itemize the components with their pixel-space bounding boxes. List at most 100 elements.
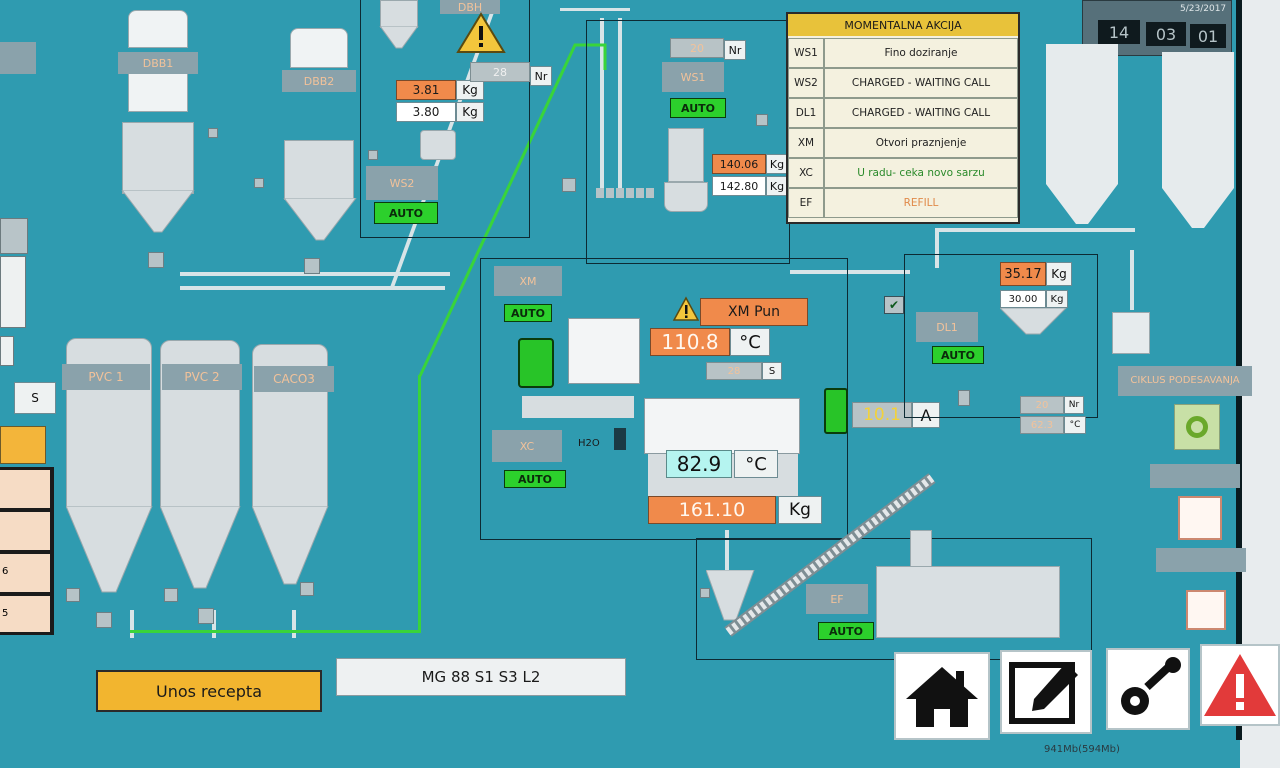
pipe	[1130, 250, 1134, 310]
h2o-valve-icon[interactable]	[614, 428, 626, 450]
valve-icon[interactable]	[164, 588, 178, 602]
valve-icon[interactable]	[304, 258, 320, 274]
valve-icon[interactable]	[368, 150, 378, 160]
valve-icon[interactable]	[756, 114, 768, 126]
chart-label	[1156, 548, 1246, 572]
silo-dbb1-top	[128, 10, 188, 48]
dl1-value-set[interactable]: 30.00	[1000, 290, 1046, 308]
memory-status: 941Mb(594Mb)	[1044, 744, 1120, 755]
action-row-code: XC	[788, 158, 824, 188]
valve-icon[interactable]	[562, 178, 576, 192]
settings-cycle-icon[interactable]	[1174, 404, 1220, 450]
recipe-button[interactable]: Unos recepta	[96, 670, 322, 712]
ws2-frame	[360, 0, 530, 238]
dl1-hopper	[1000, 308, 1067, 335]
silo-pvc1-label: PVC 1	[62, 364, 150, 390]
settings-icon	[1121, 657, 1181, 715]
silo-dbb1-label: DBB1	[118, 52, 198, 74]
action-row-status: CHARGED - WAITING CALL	[824, 68, 1018, 98]
clock-hours: 14	[1098, 20, 1140, 44]
left-edge-row	[0, 470, 50, 508]
xm-warning-icon[interactable]	[672, 296, 700, 322]
valve-icon[interactable]	[148, 252, 164, 268]
chart-icon[interactable]	[1186, 590, 1226, 630]
silo-dbb2-body	[284, 140, 354, 200]
dl1-nr-unit: Nr	[1064, 396, 1084, 414]
valve-icon[interactable]	[96, 612, 112, 628]
ws2-mode-button[interactable]: AUTO	[374, 202, 438, 224]
ws1-nr-value[interactable]: 20	[670, 38, 724, 58]
pipe	[935, 228, 939, 268]
xm-motor-icon[interactable]	[518, 338, 554, 388]
left-edge-value: S	[14, 382, 56, 414]
xm-time-value[interactable]: 28	[706, 362, 762, 380]
ef-mode-button[interactable]: AUTO	[818, 622, 874, 640]
action-row-code: XM	[788, 128, 824, 158]
pipe	[180, 272, 450, 276]
action-row-code: WS1	[788, 38, 824, 68]
ws1-mode-button[interactable]: AUTO	[670, 98, 726, 118]
left-edge-panel	[0, 256, 26, 328]
valve-icon[interactable]	[66, 588, 80, 602]
home-button[interactable]	[894, 652, 990, 740]
dbh-hopper	[380, 0, 418, 28]
valve-row	[596, 188, 654, 198]
xc-current: 10.1	[852, 402, 912, 428]
valve-icon[interactable]	[254, 178, 264, 188]
xc-weight: 161.10	[648, 496, 776, 524]
settings-button[interactable]	[1106, 648, 1190, 730]
left-edge-button[interactable]	[0, 426, 46, 464]
clock-date: 5/23/2017	[1180, 4, 1227, 14]
xc-motor-icon[interactable]	[824, 388, 848, 434]
valve-icon[interactable]	[958, 390, 970, 406]
left-edge-row	[0, 512, 50, 550]
valve-icon[interactable]	[208, 128, 218, 138]
pipe	[600, 18, 604, 188]
extruder	[876, 566, 1060, 638]
left-edge-panel	[0, 218, 28, 254]
xm-temperature-unit: °C	[730, 328, 770, 356]
dl1-nr-value[interactable]: 20	[1020, 396, 1064, 414]
valve-icon[interactable]	[300, 582, 314, 596]
cycle-settings-label[interactable]: CIKLUS PODESAVANJA	[1118, 366, 1252, 396]
xc-label: XC	[492, 430, 562, 462]
edit-icon	[1009, 662, 1078, 724]
dl1-value-actual: 35.17	[1000, 262, 1046, 286]
valve-icon[interactable]	[198, 608, 214, 624]
pipe	[560, 8, 630, 11]
silo-dbb1-cone	[121, 190, 195, 233]
silo-dbb2-top	[290, 28, 348, 68]
xm-time-unit: S	[762, 362, 782, 380]
warning-icon[interactable]	[456, 12, 506, 54]
dl1-mode-button[interactable]: AUTO	[932, 346, 984, 364]
dbh-cone	[379, 26, 419, 49]
ws2-value-set[interactable]: 3.80	[396, 102, 456, 122]
left-edge-row: 5	[0, 596, 50, 632]
recipe-name-field[interactable]: MG 88 S1 S3 L2	[336, 658, 626, 696]
ws2-unit: Kg	[456, 102, 484, 122]
checkbox[interactable]: ✔	[884, 296, 904, 314]
ws2-unit: Kg	[456, 80, 484, 100]
ws1-value-set[interactable]: 142.80	[712, 176, 766, 196]
action-row-status: CHARGED - WAITING CALL	[824, 98, 1018, 128]
action-row-code: DL1	[788, 98, 824, 128]
dl1-temp-value[interactable]: 62.3	[1020, 416, 1064, 434]
action-row-status: REFILL	[824, 188, 1018, 218]
xc-weight-unit: Kg	[778, 496, 822, 524]
silo-caco3-cone	[252, 506, 329, 585]
edit-button[interactable]	[1000, 650, 1092, 734]
pipe	[180, 286, 445, 290]
xc-mode-button[interactable]: AUTO	[504, 470, 566, 488]
dl1-unit: Kg	[1046, 262, 1072, 286]
clock-seconds: 01	[1190, 24, 1226, 48]
alarm-button[interactable]	[1200, 644, 1280, 726]
xm-mode-button[interactable]: AUTO	[504, 304, 552, 322]
chart-label	[1150, 464, 1240, 488]
chart-icon[interactable]	[1178, 496, 1222, 540]
nr-value[interactable]: 28	[470, 62, 530, 82]
ws2-label: WS2	[366, 166, 438, 200]
left-edge-label	[0, 42, 36, 74]
alarm-icon	[1204, 654, 1276, 716]
xm-alarm[interactable]: XM Pun	[700, 298, 808, 326]
valve-icon[interactable]	[700, 588, 710, 598]
